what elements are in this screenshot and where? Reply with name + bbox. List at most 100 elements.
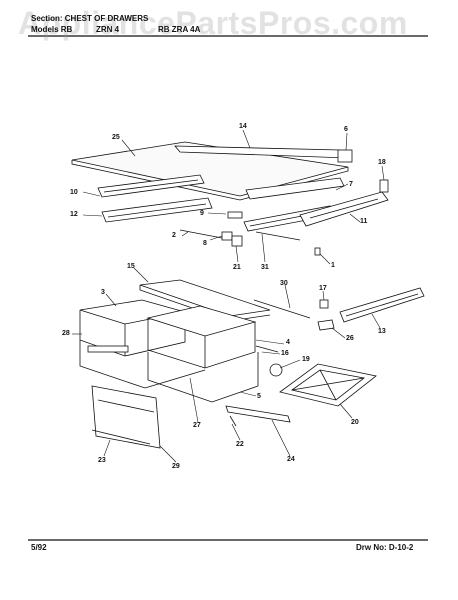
- rod-31: [255, 231, 301, 241]
- callout-20: 20: [351, 419, 359, 426]
- rod-2: [179, 229, 223, 239]
- watermark: AppliancePartsPros.com: [18, 5, 408, 41]
- leader-15: [133, 267, 149, 283]
- left-slide-rail-lower: [101, 197, 213, 223]
- frame-20-brace-b: [319, 369, 337, 401]
- leader-19: [279, 359, 301, 369]
- callout-16: 16: [281, 350, 289, 357]
- clip-18: [379, 179, 389, 193]
- clip-17: [319, 299, 329, 309]
- model-line-left: Models RB: [31, 25, 73, 34]
- callout-11: 11: [360, 218, 368, 225]
- leader-29: [159, 445, 177, 463]
- shelf-plate-edge: [71, 160, 349, 201]
- leader-12: [82, 214, 103, 217]
- leader-11: [349, 213, 361, 223]
- leader-27: [189, 377, 199, 423]
- callout-14: 14: [239, 123, 247, 130]
- leader-13: [371, 313, 381, 329]
- divider-plate-15-edge: [139, 285, 271, 322]
- leader-18: [381, 165, 385, 181]
- leader-8: [209, 235, 223, 241]
- footer-drawing-number: Drw No: D-10-2: [356, 543, 414, 552]
- leader-lines: [72, 129, 385, 463]
- callout-13: 13: [378, 328, 386, 335]
- leader-3: [105, 293, 117, 307]
- leader-21: [235, 245, 239, 263]
- model-line-mid: ZRN 4: [96, 25, 120, 34]
- callout-21: 21: [233, 264, 241, 271]
- callout-9: 9: [200, 210, 204, 217]
- right-drawer-support: [299, 191, 389, 227]
- part-16: [255, 345, 279, 353]
- callout-6: 6: [344, 126, 348, 133]
- callout-3: 3: [101, 289, 105, 296]
- rear-rail-bracket: [337, 149, 353, 163]
- leader-2: [181, 231, 189, 237]
- callout-5: 5: [257, 393, 261, 400]
- leader-5: [239, 391, 257, 397]
- drawer-front-panel: [91, 385, 161, 449]
- leader-25: [121, 139, 136, 157]
- leader-16: [261, 351, 281, 355]
- trim-strip-23: [91, 429, 151, 445]
- drawer-handle: [87, 345, 129, 353]
- callout-30: 30: [280, 280, 288, 287]
- leader-30: [284, 284, 291, 309]
- leader-20: [339, 403, 353, 419]
- callout-7: 7: [349, 181, 353, 188]
- leader-4: [255, 339, 285, 345]
- leader-1: [319, 253, 331, 265]
- drawer-front-panel-line: [97, 399, 155, 413]
- model-line-right: RB ZRA 4A: [158, 25, 201, 34]
- clip-1: [314, 247, 321, 256]
- clip-26: [317, 319, 335, 331]
- leader-26: [331, 327, 346, 339]
- callout-19: 19: [302, 356, 310, 363]
- callout-31: 31: [261, 264, 269, 271]
- leader-6: [345, 132, 348, 151]
- leader-23: [103, 439, 111, 457]
- roller-19: [269, 363, 283, 377]
- right-drawer-support-detail: [309, 198, 379, 219]
- callout-17: 17: [319, 285, 327, 292]
- callout-23: 23: [98, 457, 106, 464]
- leader-10: [82, 191, 101, 197]
- bracket-21: [231, 235, 243, 247]
- leader-9: [207, 212, 227, 215]
- trim-22: [229, 415, 237, 427]
- bracket-8: [221, 231, 233, 241]
- callout-4: 4: [286, 339, 290, 346]
- leader-17: [322, 290, 325, 301]
- footer-date: 5/92: [31, 543, 47, 552]
- callout-18: 18: [378, 159, 386, 166]
- callout-1: 1: [331, 262, 335, 269]
- callout-15: 15: [127, 263, 135, 270]
- callout-27: 27: [193, 422, 201, 429]
- leader-14: [242, 129, 251, 149]
- callout-29: 29: [172, 463, 180, 470]
- section-title: Section: CHEST OF DRAWERS: [31, 14, 149, 23]
- leader-31: [261, 233, 266, 263]
- right-support-lower-detail: [345, 293, 419, 317]
- rod-30: [253, 299, 311, 319]
- leader-7: [335, 183, 349, 191]
- left-slide-rail-lower-groove: [107, 203, 207, 218]
- trim-24: [225, 405, 291, 423]
- callout-2: 2: [172, 232, 176, 239]
- callout-10: 10: [70, 189, 78, 196]
- leader-24: [271, 419, 291, 457]
- callout-8: 8: [203, 240, 207, 247]
- left-slide-rail-upper-groove: [103, 179, 199, 193]
- leader-22: [231, 423, 241, 441]
- lower-drawer-left: [79, 340, 206, 389]
- callout-25: 25: [112, 134, 120, 141]
- lower-drawer-right: [147, 352, 259, 403]
- callout-22: 22: [236, 441, 244, 448]
- frame-20-brace-a: [291, 377, 365, 391]
- callout-12: 12: [70, 211, 78, 218]
- callout-26: 26: [346, 335, 354, 342]
- callout-28: 28: [62, 330, 70, 337]
- callout-24: 24: [287, 456, 295, 463]
